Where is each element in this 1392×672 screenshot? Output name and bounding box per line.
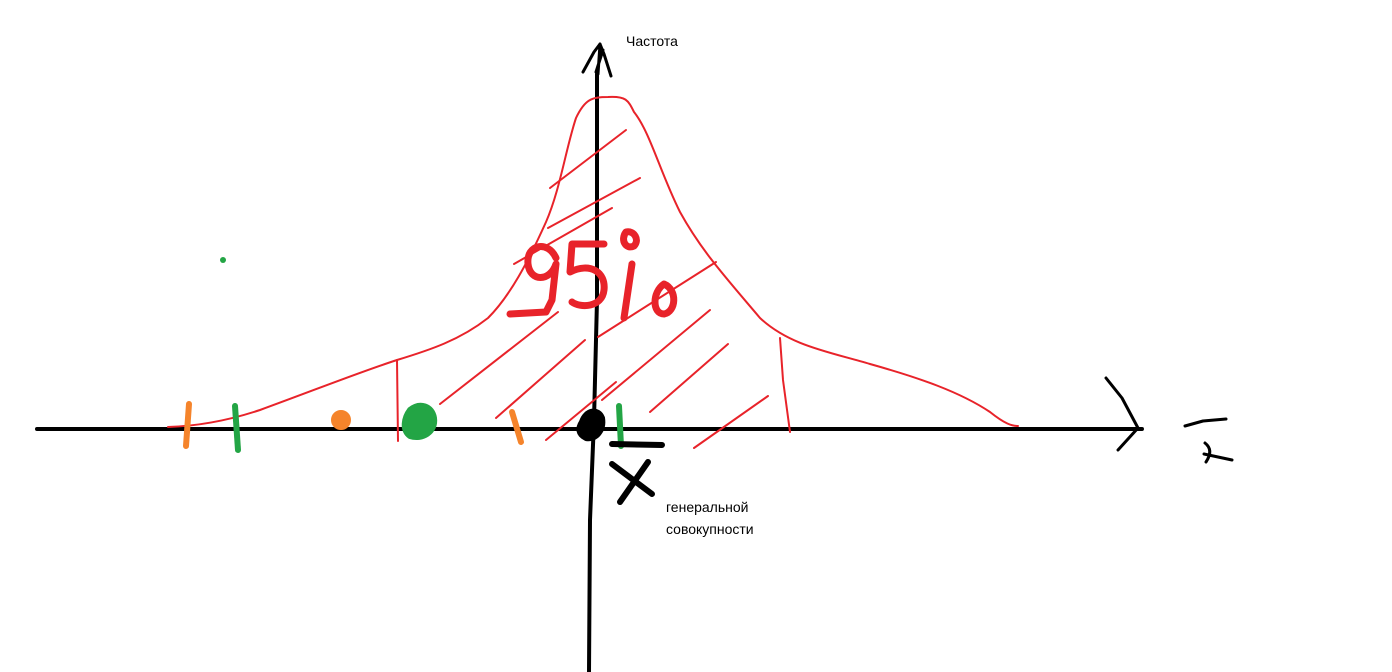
hatching	[439, 129, 769, 449]
orange-tick-right	[509, 409, 524, 445]
hatch-line	[495, 339, 586, 419]
hatch-line	[545, 381, 617, 441]
x-axis-symbol	[1183, 417, 1234, 464]
axes	[35, 42, 1234, 672]
green-tick-left	[232, 403, 241, 453]
hatch-line	[601, 309, 711, 401]
mean-blob	[576, 408, 606, 442]
percent-label-95	[506, 228, 678, 322]
digit-5	[566, 240, 608, 310]
x-bar-overline	[609, 441, 665, 448]
percent-circle-bottom	[651, 280, 678, 318]
green-blob	[401, 402, 438, 440]
mean-caption-line2: совокупности	[666, 521, 754, 537]
percent-slash	[620, 260, 636, 322]
orange-dot	[331, 410, 351, 430]
y-axis-label: Частота	[626, 33, 678, 49]
percent-circle-top	[620, 228, 640, 251]
bell-curve	[167, 95, 1019, 428]
hatch-line	[549, 129, 627, 189]
y-axis	[587, 72, 599, 672]
green-marks	[220, 257, 624, 453]
hatch-line	[693, 395, 769, 449]
hatch-line	[649, 343, 729, 413]
boundary-left	[396, 359, 399, 442]
y-axis-arrowhead	[581, 42, 613, 78]
hatch-line	[547, 177, 641, 229]
digit-9	[506, 243, 560, 318]
orange-marks	[183, 401, 524, 449]
mean-caption-line1: генеральной	[666, 499, 749, 515]
green-stray-dot	[220, 257, 226, 263]
distribution-curve	[167, 95, 1019, 442]
orange-tick-left	[183, 401, 192, 449]
x-axis-arrowhead	[1104, 376, 1140, 452]
hatch-line	[439, 311, 559, 405]
population-mean-marker	[576, 408, 665, 505]
x-bar-letter	[609, 459, 655, 505]
green-tick-right	[616, 403, 624, 449]
boundary-right	[779, 337, 791, 433]
